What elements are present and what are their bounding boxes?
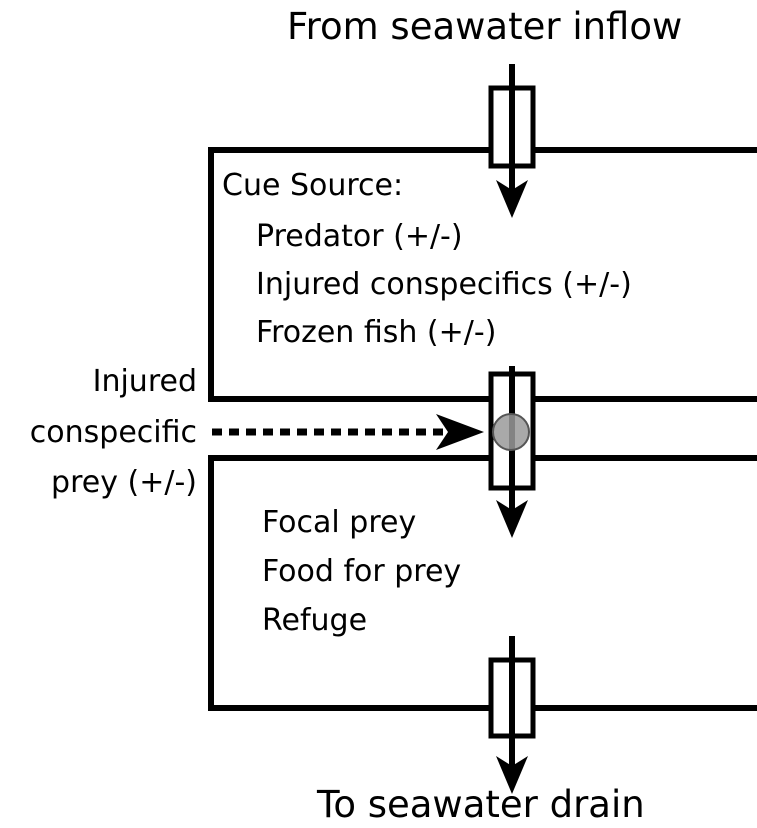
inflow-arrowhead xyxy=(496,180,528,218)
cue-item-predator: Predator (+/-) xyxy=(256,219,463,254)
side-input-arrowhead xyxy=(436,414,484,450)
side-input-line-3: prey (+/-) xyxy=(51,465,197,500)
side-input-line-1: Injured xyxy=(92,364,197,399)
lower-tank-outline xyxy=(208,455,757,711)
cue-item-frozen-fish: Frozen fish (+/-) xyxy=(256,315,497,350)
cue-source-heading: Cue Source: xyxy=(222,168,404,203)
cue-item-injured-conspecifics: Injured conspecifics (+/-) xyxy=(256,267,632,302)
tank-item-food-for-prey: Food for prey xyxy=(262,554,462,589)
side-input-line-2: conspecific xyxy=(29,415,197,450)
connecting-arrowhead xyxy=(496,500,528,538)
tank-item-refuge: Refuge xyxy=(262,603,368,638)
upper-tank-outline xyxy=(208,147,757,402)
injection-point xyxy=(492,413,530,451)
drain-arrowhead xyxy=(496,756,528,794)
tank-item-focal-prey: Focal prey xyxy=(262,505,417,540)
drain-label: To seawater drain xyxy=(317,783,645,826)
inflow-label: From seawater inflow xyxy=(287,5,683,48)
